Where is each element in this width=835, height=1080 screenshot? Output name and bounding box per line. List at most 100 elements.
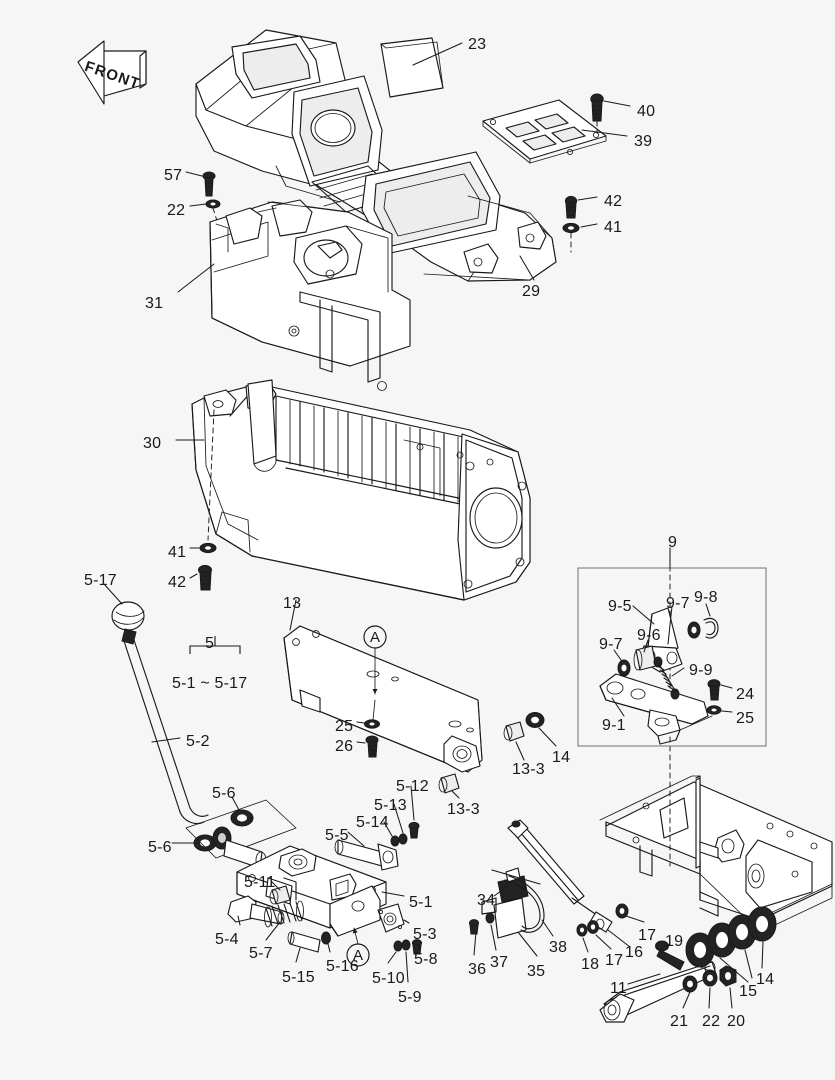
leader-9-8 [705,603,711,617]
marker-a-arrow-lower [352,927,359,945]
leader-25-center [356,721,365,724]
detail-assembly-line [679,715,713,731]
callout-5-2: 5-2 [186,733,210,750]
leader-5-8 [418,945,421,950]
part-9-7-washer-detail-b [617,659,631,677]
leader-41-right [580,223,598,228]
leader-57 [185,171,203,177]
part-5-14-washer [390,835,400,847]
leader-5-7 [265,921,281,941]
part-5-16-washer [321,931,331,945]
callout-40: 40 [637,103,656,120]
leader-16 [607,929,631,948]
leader-21 [682,991,691,1009]
callout-21: 21 [670,1013,689,1030]
part-26-bolt-center [365,735,379,758]
leader-5-15 [295,947,301,963]
callout-9-9: 9-9 [689,662,713,679]
callout-36: 36 [468,961,487,978]
leader-24 [720,684,733,689]
callout-16: 16 [625,944,644,961]
callout-42: 42 [604,193,623,210]
callout-5-17: 5-17 [84,572,117,589]
part-5-8-bolt [411,939,423,955]
callout-30: 30 [143,435,162,452]
callout-41: 41 [604,219,623,236]
part-9-9-spring [653,656,680,700]
callout-5-7: 5-7 [249,945,273,962]
part-5-13-washer [398,833,408,845]
part-5-15-pin [287,931,321,953]
part-25-washer-detail [706,705,722,715]
callout-5-14: 5-14 [356,814,389,831]
part-21-washer-shaft [682,975,698,993]
part-5-12-bolt [408,821,420,839]
group-outline-5-6 [185,799,297,859]
leader-9-6 [643,639,649,653]
part-17-washer-strut-a [615,903,629,919]
part-5-1-valve-body [236,845,387,937]
front-arrow-banner [77,40,147,105]
callout-5-11: 5-11 [244,874,276,891]
part-35-switch-bracket [481,897,527,939]
leader-5-6-upper [231,796,240,811]
part-5-9-washer [401,939,411,951]
leader-9-9 [671,667,685,677]
callout-25: 25 [335,718,354,735]
part-5-3-cover-plate [377,903,405,933]
leader-34 [493,885,509,897]
leader-31 [177,263,215,293]
callout-35: 35 [527,963,546,980]
leader-5-4 [237,915,241,926]
leader-22-upper [189,203,207,207]
leader-5-3 [403,919,410,924]
leader-37 [490,924,497,951]
callout-15: 15 [739,983,758,1000]
leader-26-center [356,741,366,744]
part-22-washer-upper [205,199,221,209]
part-41-washer-right [562,222,580,234]
callout-5-3: 5-3 [413,926,437,943]
leader-18 [582,937,589,953]
part-41-washer-lower [199,542,217,554]
leader-5-5 [347,831,365,847]
part-23-pad [380,37,444,98]
callout-31: 31 [145,295,164,312]
leader-40 [603,100,631,107]
part-42-bolt-right [564,195,578,219]
callout-5-4: 5-4 [215,931,239,948]
part-31-inner-bracket [209,199,411,391]
part-13-3-bushing-upper [503,721,525,742]
callout-5-8: 5-8 [414,951,438,968]
callout-9: 9 [668,534,678,551]
callout-5-1: 5-1 [409,894,433,911]
part-13-base-plate [283,625,483,773]
part-42-bolt-lower [198,564,212,591]
callout-22: 22 [702,1013,721,1030]
callout-13-3: 13-3 [512,761,545,778]
leader-14-right [761,941,764,969]
leader-9-1 [611,697,625,717]
part-19-bolt [655,940,685,971]
part-5-17-knob [111,601,145,631]
callout-5-5: 5-5 [325,827,349,844]
leader-14-center [538,727,557,747]
part-5-4-plunger [227,895,285,925]
part-20-nut [719,965,737,987]
callout-20: 20 [727,1013,746,1030]
group-bracket-5 [189,636,241,654]
callout-23: 23 [468,36,487,53]
part-25-washer-center [364,719,380,729]
part-5-6-washer-upper [230,809,254,827]
callout-42: 42 [168,574,187,591]
callout-18: 18 [581,956,600,973]
leader-38 [541,919,554,937]
callout-5-12: 5-12 [396,778,429,795]
leader-17-a [625,915,645,923]
leader-13-3-upper [515,741,525,761]
leader-5-9 [405,951,409,983]
callout-9-5: 9-5 [608,598,632,615]
callout-41: 41 [168,544,187,561]
part-40-bolt [590,93,604,122]
